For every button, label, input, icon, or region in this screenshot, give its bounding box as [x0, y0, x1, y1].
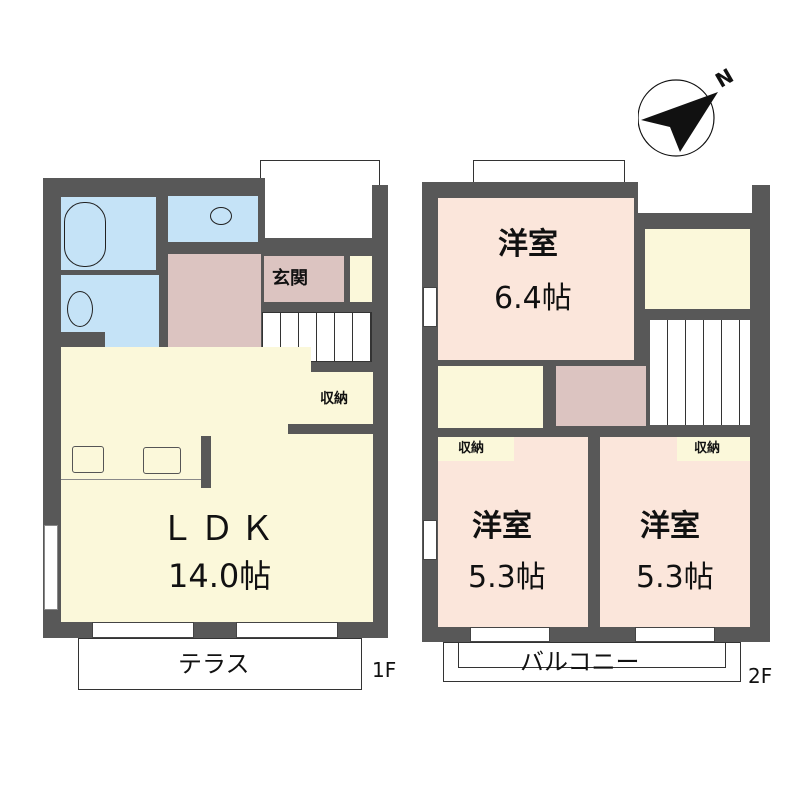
bathtub-icon [64, 202, 106, 267]
storage-label: 収納 [458, 441, 485, 456]
entry-porch [260, 160, 380, 245]
storage-label: 収納 [694, 441, 721, 456]
toilet-icon [210, 207, 232, 225]
entrance-label: 玄関 [272, 268, 308, 289]
window [635, 627, 715, 642]
western-room-6-4 [438, 198, 634, 360]
terrace-label: テラス [178, 650, 250, 678]
window [236, 622, 338, 638]
window [423, 520, 437, 560]
balcony-inner [458, 642, 726, 668]
western-room-5-3-left [438, 437, 588, 627]
staircase-2f [650, 320, 750, 425]
wall [288, 424, 373, 434]
washbasin-icon [67, 291, 93, 327]
balcony-outer [443, 642, 741, 682]
shoe-closet [350, 256, 372, 302]
western-room-5-3-right [600, 437, 750, 627]
balcony-label: バルコニー [520, 648, 640, 676]
closet [438, 366, 543, 428]
ldk-size: 14.0帖 [168, 557, 272, 595]
compass: N [638, 63, 738, 160]
floor-2-label: 2F [748, 664, 773, 688]
storage-1f [298, 372, 373, 424]
storage-label: 収納 [320, 391, 348, 407]
window [92, 622, 194, 638]
window [44, 525, 58, 610]
north-arrow-icon [638, 79, 718, 157]
ldk-label: ＬＤＫ [160, 509, 280, 549]
window [470, 627, 550, 642]
stove-icon [72, 446, 104, 473]
entrance [264, 256, 344, 302]
western-room-size: 6.4帖 [494, 281, 572, 316]
wall [201, 436, 211, 488]
western-room-label: 洋室 [498, 227, 558, 262]
hallway-1f [168, 254, 261, 364]
storage-2f-right [677, 437, 750, 461]
closet [645, 229, 750, 309]
terrace [78, 638, 362, 690]
hallway-2f [556, 366, 646, 426]
floor-1-label: 1F [372, 658, 397, 682]
wall [752, 185, 770, 225]
western-room-size: 5.3帖 [468, 560, 546, 595]
western-room-label: 洋室 [472, 509, 532, 544]
bay-window [473, 160, 625, 184]
storage-2f-left [438, 437, 514, 461]
western-room-size: 5.3帖 [636, 560, 714, 595]
wall [372, 185, 388, 245]
western-room-label: 洋室 [640, 509, 700, 544]
sink-icon [143, 447, 181, 474]
window [423, 287, 437, 327]
